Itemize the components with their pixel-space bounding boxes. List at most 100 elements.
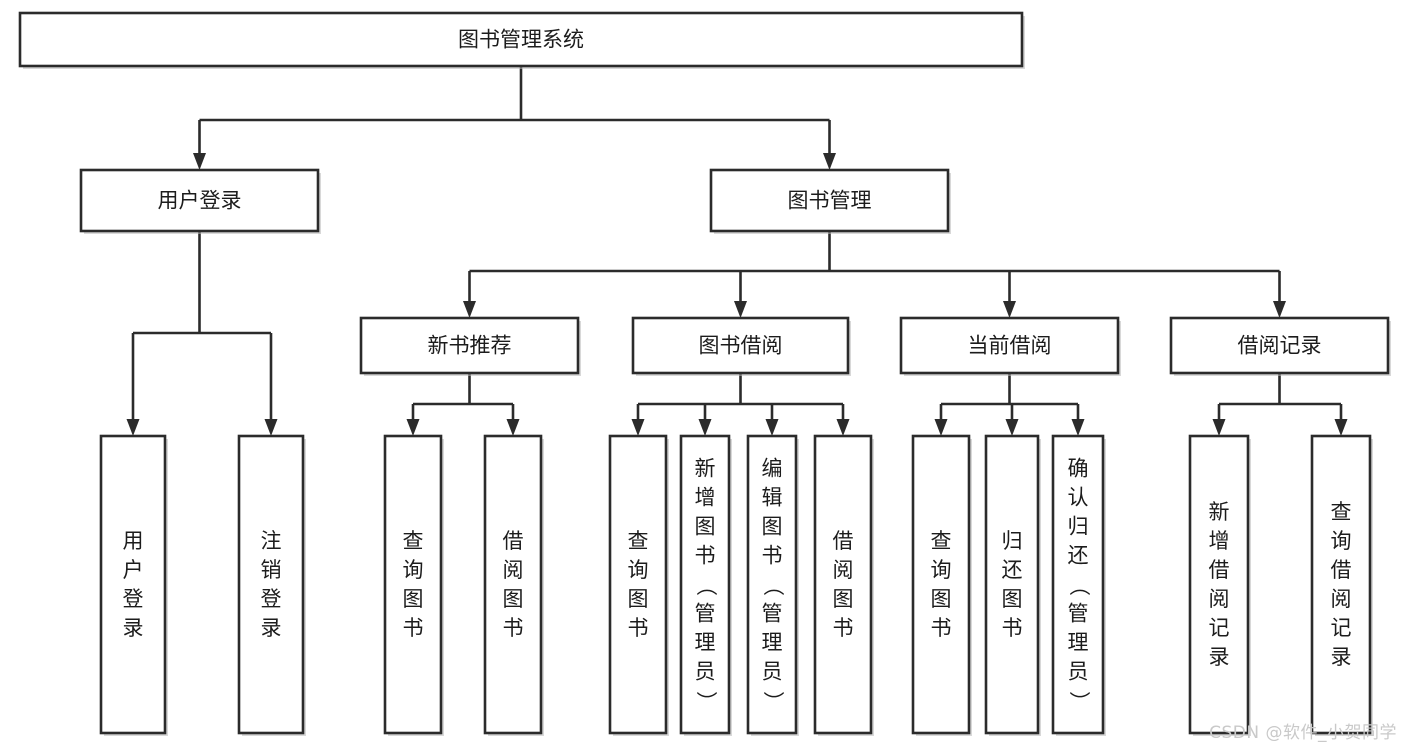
node-current-borrow[interactable]: 当前借阅 xyxy=(899,316,1121,376)
svg-text:）: ） xyxy=(761,691,785,712)
svg-text:图: 图 xyxy=(628,587,649,611)
node-label: 图书管理 xyxy=(788,189,872,213)
node-borrow-record[interactable]: 借阅记录 xyxy=(1169,316,1391,376)
svg-text:查: 查 xyxy=(931,529,952,553)
svg-text:借: 借 xyxy=(833,529,854,553)
node-rect[interactable] xyxy=(483,434,543,735)
svg-text:管: 管 xyxy=(695,602,716,626)
svg-text:图: 图 xyxy=(833,587,854,611)
node-rect[interactable] xyxy=(911,434,971,735)
node-rect[interactable] xyxy=(984,434,1040,735)
svg-text:阅: 阅 xyxy=(1331,587,1352,611)
svg-text:户: 户 xyxy=(123,558,144,582)
node-leaf-user-login[interactable]: 用户登录 xyxy=(99,434,168,736)
svg-text:管: 管 xyxy=(762,602,783,626)
node-rect[interactable] xyxy=(18,11,1024,68)
node-rect[interactable] xyxy=(237,434,305,735)
node-rect[interactable] xyxy=(813,434,873,735)
svg-text:录: 录 xyxy=(261,616,282,640)
node-rect[interactable] xyxy=(383,434,443,735)
node-new-book-rec[interactable]: 新书推荐 xyxy=(359,316,581,376)
svg-text:录: 录 xyxy=(1209,645,1230,669)
svg-text:询: 询 xyxy=(1331,529,1352,553)
node-rect[interactable] xyxy=(631,316,850,375)
svg-text:编: 编 xyxy=(762,457,783,481)
svg-text:图: 图 xyxy=(931,587,952,611)
node-rect[interactable] xyxy=(679,434,731,735)
svg-text:员: 员 xyxy=(762,660,783,684)
svg-text:借: 借 xyxy=(1209,558,1230,582)
node-rect[interactable] xyxy=(746,434,798,735)
svg-text:增: 增 xyxy=(695,486,716,510)
edges-layer xyxy=(126,66,1348,436)
svg-text:员: 员 xyxy=(1068,660,1089,684)
node-rect[interactable] xyxy=(709,168,950,233)
svg-text:记: 记 xyxy=(1331,616,1352,640)
node-rect[interactable] xyxy=(79,168,320,233)
svg-text:录: 录 xyxy=(1331,645,1352,669)
svg-text:管: 管 xyxy=(1068,602,1089,626)
svg-text:员: 员 xyxy=(695,660,716,684)
svg-text:图: 图 xyxy=(695,515,716,539)
node-user-login[interactable]: 用户登录 xyxy=(79,168,321,234)
node-rect[interactable] xyxy=(1169,316,1390,375)
svg-text:新: 新 xyxy=(695,457,716,481)
node-rect[interactable] xyxy=(1051,434,1105,735)
node-book-manage[interactable]: 图书管理 xyxy=(709,168,951,234)
node-rect[interactable] xyxy=(1188,434,1250,735)
svg-text:借: 借 xyxy=(503,529,524,553)
csdn-watermark: CSDN @软件_小贺同学 xyxy=(1209,723,1397,743)
node-rect[interactable] xyxy=(99,434,167,735)
svg-text:阅: 阅 xyxy=(833,558,854,582)
node-rect[interactable] xyxy=(899,316,1120,375)
svg-text:查: 查 xyxy=(1331,500,1352,524)
svg-text:借: 借 xyxy=(1331,558,1352,582)
svg-text:书: 书 xyxy=(403,616,424,640)
edge-group-new-book-rec xyxy=(406,373,520,436)
svg-text:书: 书 xyxy=(695,544,716,568)
svg-text:登: 登 xyxy=(123,587,144,611)
svg-text:登: 登 xyxy=(261,587,282,611)
node-rect[interactable] xyxy=(608,434,668,735)
svg-text:）: ） xyxy=(694,691,718,712)
node-rect[interactable] xyxy=(359,316,580,375)
edge-group-root xyxy=(193,66,836,170)
svg-text:理: 理 xyxy=(695,631,716,655)
node-label: 用户登录 xyxy=(123,529,144,640)
svg-text:销: 销 xyxy=(261,558,282,582)
svg-text:（: （ xyxy=(761,575,785,596)
svg-text:询: 询 xyxy=(403,558,424,582)
svg-text:记: 记 xyxy=(1209,616,1230,640)
svg-text:查: 查 xyxy=(403,529,424,553)
node-book-borrow[interactable]: 图书借阅 xyxy=(631,316,851,376)
node-rect[interactable] xyxy=(1310,434,1372,735)
edge-group-book-manage xyxy=(463,231,1286,318)
svg-text:书: 书 xyxy=(503,616,524,640)
svg-text:还: 还 xyxy=(1002,558,1023,582)
node-root[interactable]: 图书管理系统 xyxy=(18,11,1025,69)
svg-text:询: 询 xyxy=(628,558,649,582)
svg-text:录: 录 xyxy=(123,616,144,640)
